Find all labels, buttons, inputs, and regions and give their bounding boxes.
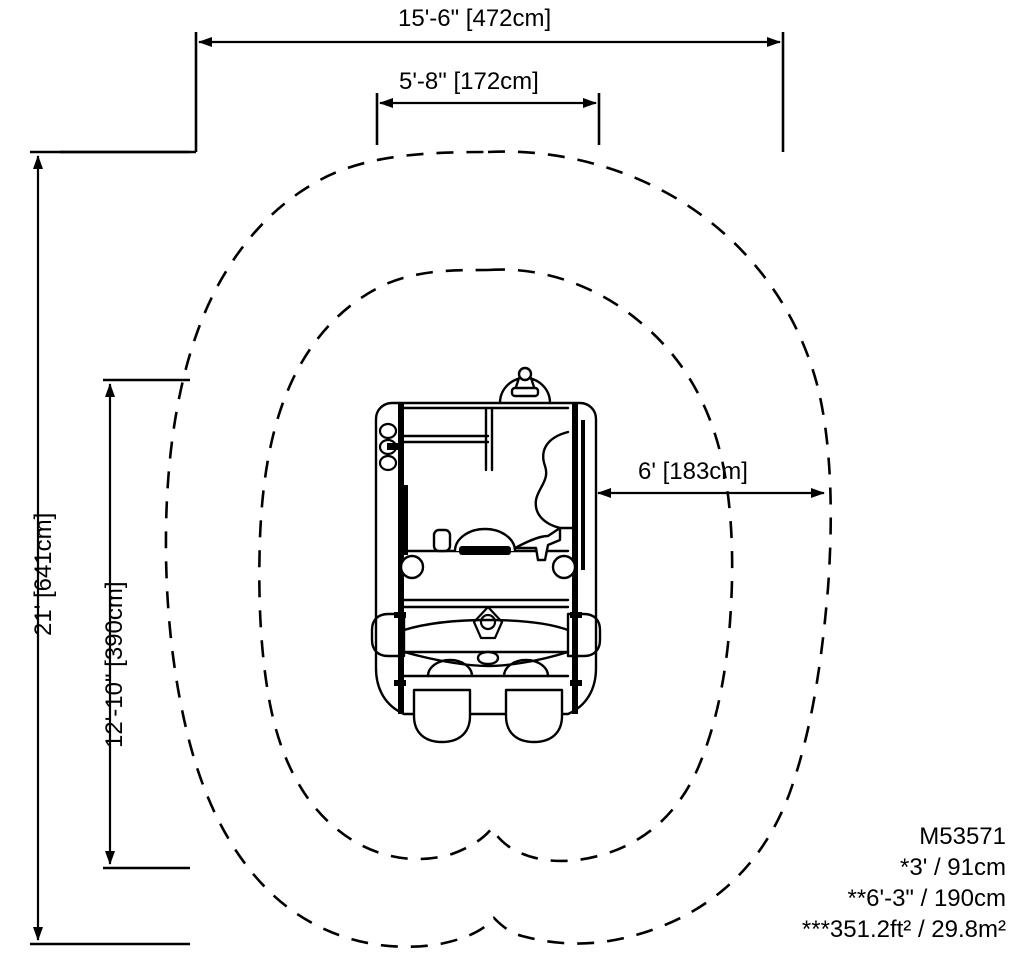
dimension-equipment-depth <box>103 378 190 870</box>
small-port <box>476 650 500 666</box>
critical-height: **6'-3" / 190cm <box>847 885 1006 912</box>
use-zone-area: ***351.2ft² / 29.8m² <box>801 916 1006 943</box>
equipment-body-outline <box>374 401 598 716</box>
dimension-label-overall-depth: 21' [641cm] <box>30 512 57 636</box>
wheel-rear-right <box>504 688 564 744</box>
dimension-equipment-width <box>375 93 601 145</box>
dimension-label-equipment-width: 5'-8" [172cm] <box>399 68 539 95</box>
seat-row <box>402 526 570 562</box>
right-rail <box>572 403 578 714</box>
inner-use-zone-boundary <box>258 268 734 863</box>
top-dome-feature <box>498 366 552 405</box>
hub-right <box>551 554 577 580</box>
left-inner-rail <box>404 485 408 555</box>
dimension-label-equipment-depth: 12'-10" [390cm] <box>101 581 128 748</box>
wheel-rear-left <box>412 688 472 744</box>
center-emblem <box>472 605 504 640</box>
dimension-overall-depth <box>30 150 190 946</box>
info-block: M53571 *3' / 91cm **6'-3" / 190cm ***351… <box>802 821 1006 945</box>
dimension-label-use-zone-offset: 6' [183cm] <box>638 458 748 485</box>
fender-left <box>370 612 406 658</box>
knob-cluster <box>378 422 401 472</box>
interior-curve <box>534 430 574 530</box>
hub-left <box>399 554 425 580</box>
fender-right <box>566 612 602 658</box>
right-inner-rail <box>581 420 585 570</box>
equipment-plan <box>370 366 602 744</box>
dimension-overall-width <box>194 32 785 152</box>
fall-height: *3' / 91cm <box>900 854 1006 881</box>
dimension-label-overall-width: 15'-6" [472cm] <box>398 5 552 32</box>
left-rail <box>398 403 404 714</box>
model-number: M53571 <box>919 823 1006 850</box>
outer-use-zone-boundary <box>164 150 833 949</box>
